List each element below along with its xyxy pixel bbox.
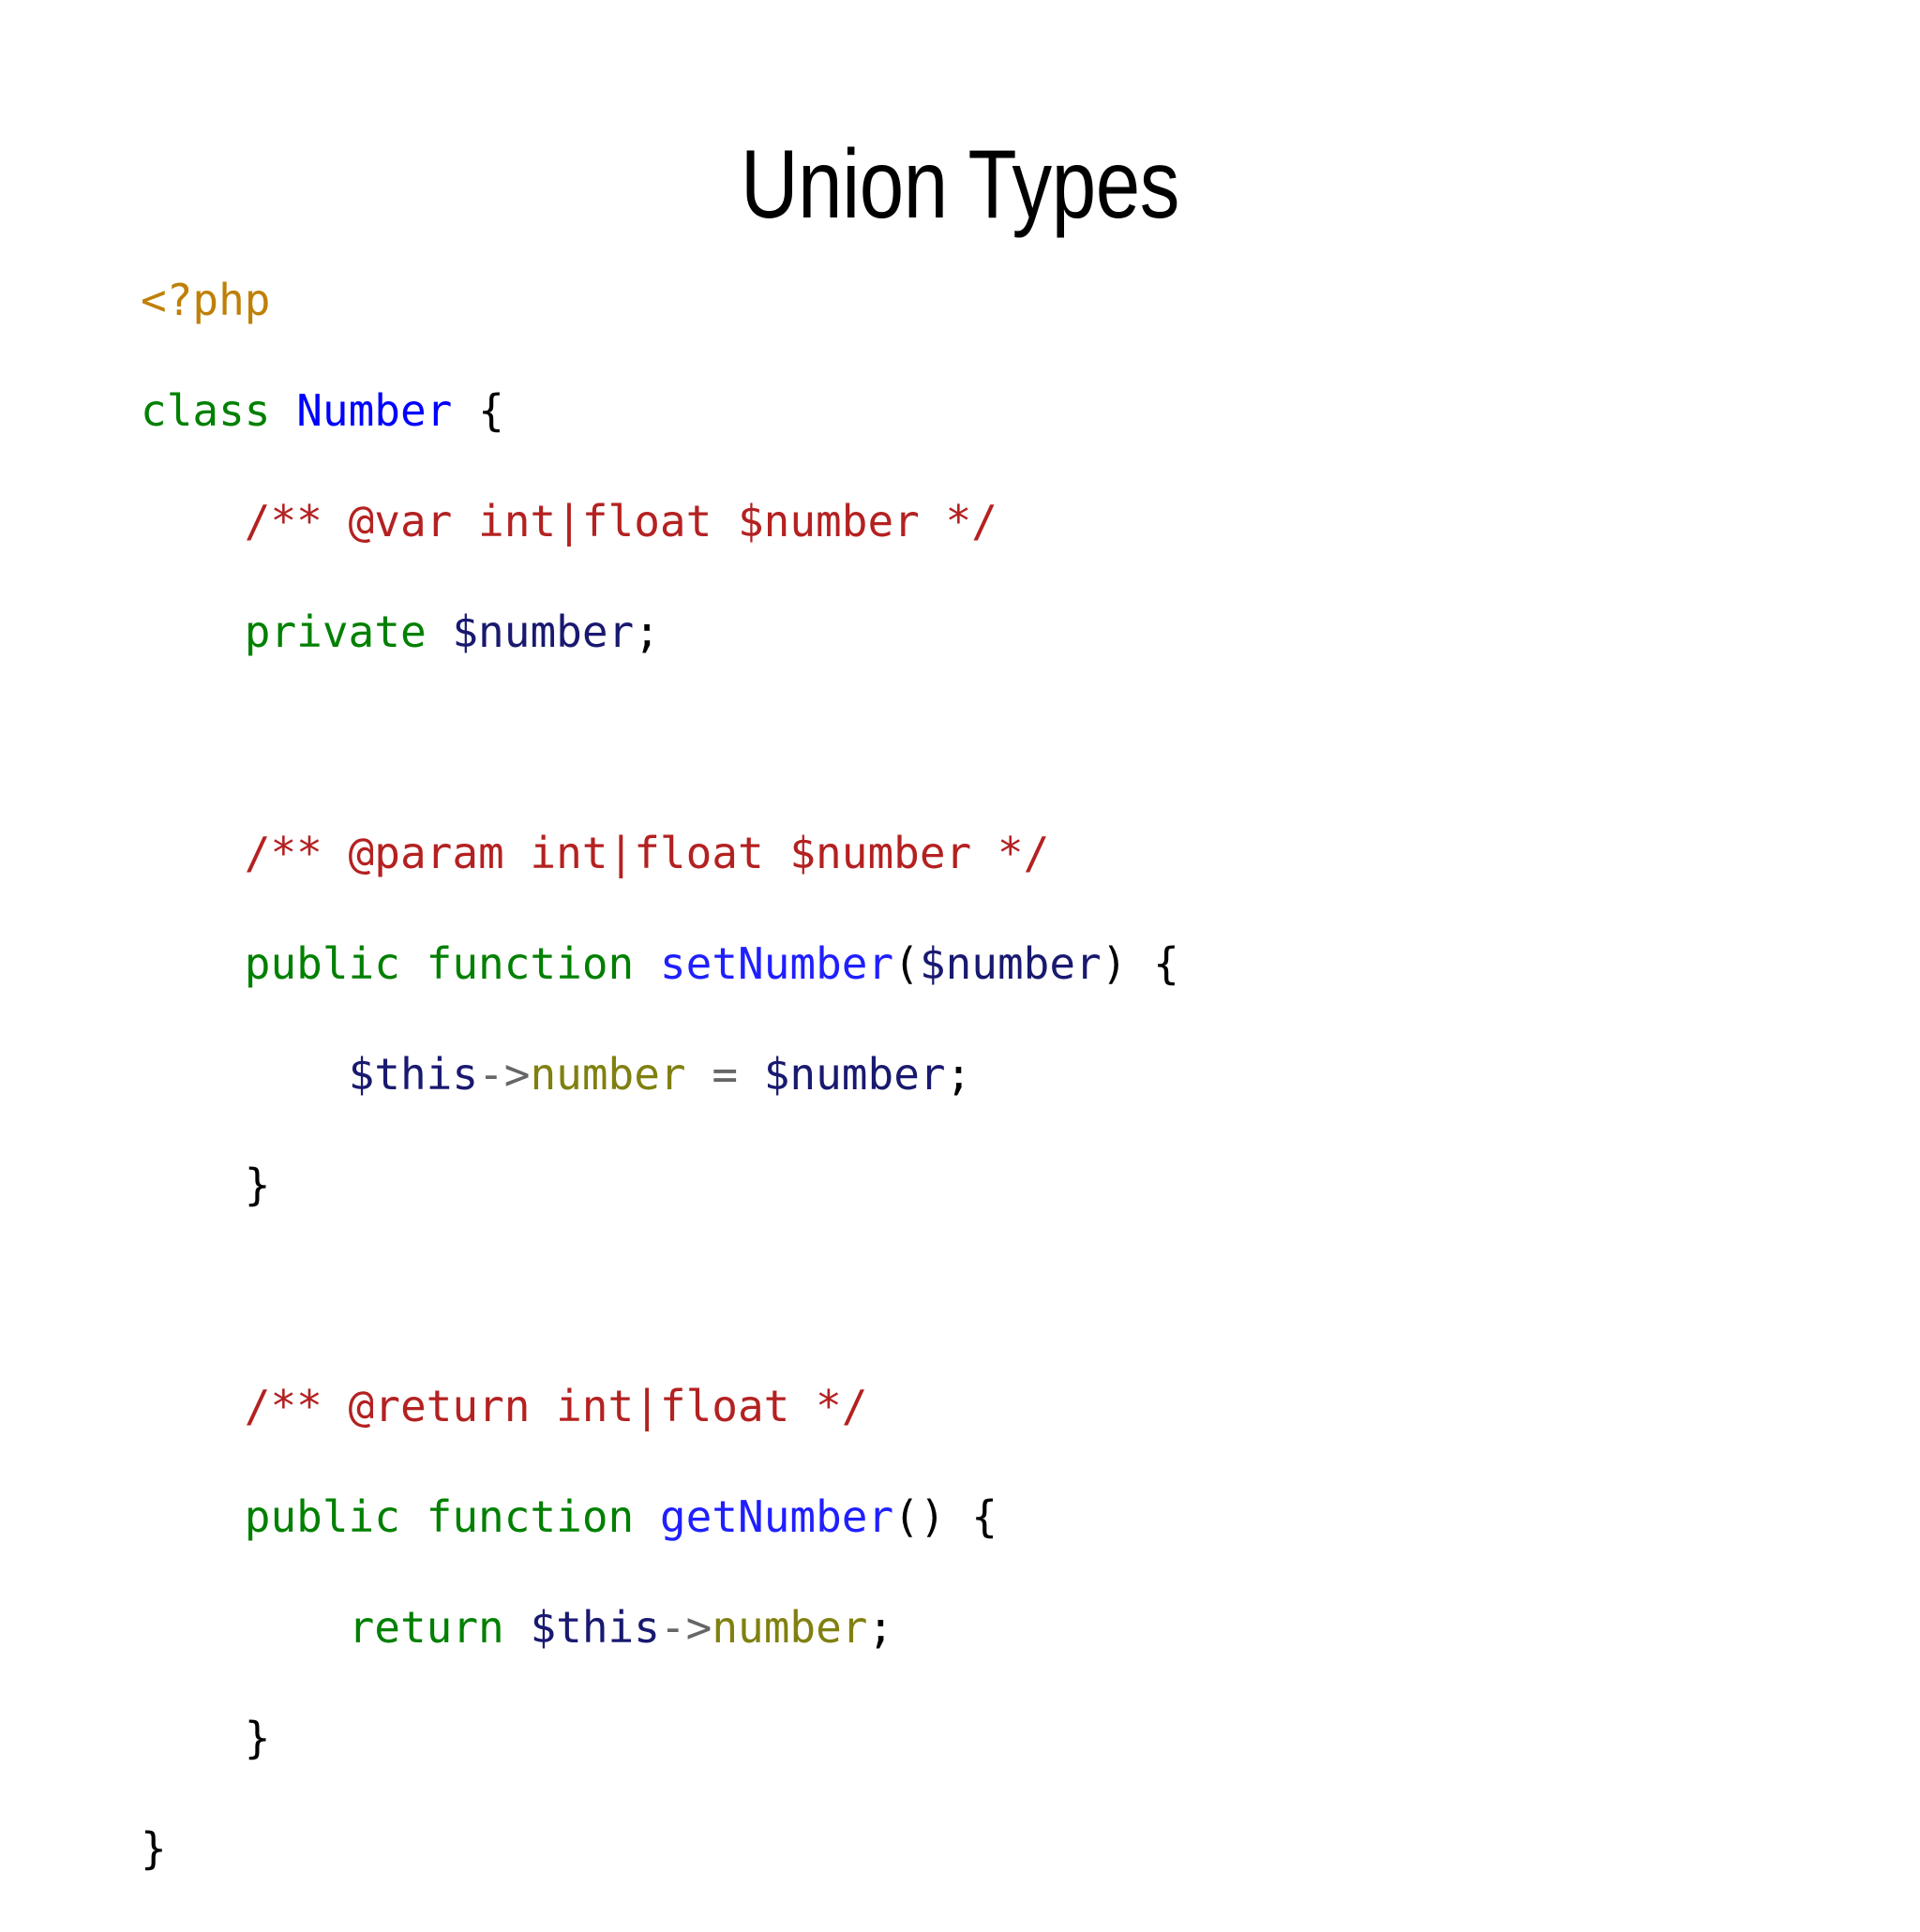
code-token [141,1713,245,1763]
code-token [427,607,453,657]
code-token [141,1602,349,1653]
code-token: setNumber [659,938,894,989]
code-token: /** @param int|float $number */ [244,828,1050,878]
code-token: function [426,1491,635,1542]
code-token: { [478,385,504,436]
code-token [686,1049,712,1100]
code-token: /** @var int|float $number */ [244,496,998,547]
code-token: return [348,1602,504,1653]
code-token [141,607,245,657]
code-token: } [244,1160,271,1210]
code-line: public function setNumber($number) { [141,936,1179,992]
page-title: Union Types [741,129,1179,239]
code-token [141,1381,245,1431]
code-token: } [141,1823,167,1874]
code-token: -> [659,1602,712,1653]
code-token: class [141,385,271,436]
code-token: -> [478,1049,531,1100]
code-token: <?php [141,275,271,325]
code-line: <?php [141,273,1179,328]
code-token: ) [1101,938,1128,989]
code-token: Number [296,385,453,436]
code-token [141,938,245,989]
code-token: getNumber [659,1491,894,1542]
code-token: $number [919,938,1102,989]
code-token [400,938,427,989]
code-token [141,496,245,547]
code-token: ; [867,1602,894,1653]
code-token: /** @return int|float */ [244,1381,868,1431]
code-token: public [244,1491,400,1542]
code-token [634,1491,660,1542]
code-token [634,938,660,989]
code-line: /** @param int|float $number */ [141,826,1179,881]
code-token: { [971,1491,998,1542]
code-line: } [141,1821,1179,1877]
code-token [400,1491,427,1542]
code-token [141,1491,245,1542]
code-line: /** @return int|float */ [141,1379,1179,1434]
code-token [946,1491,972,1542]
code-token: $this [530,1602,660,1653]
code-token [452,385,478,436]
code-token [141,828,245,878]
code-line: public function getNumber() { [141,1490,1179,1545]
php-code-block: <?php class Number { /** @var int|float … [141,273,1179,1932]
code-token [141,1160,245,1210]
code-token: function [426,938,635,989]
code-token: ; [945,1049,972,1100]
code-token: } [244,1713,271,1763]
code-token: = [712,1049,739,1100]
code-token: $number [763,1049,946,1100]
code-token: () [893,1491,946,1542]
code-token [141,1049,349,1100]
code-token: number [712,1602,868,1653]
code-token: number [530,1049,686,1100]
code-line: return $this->number; [141,1600,1179,1655]
code-token: ( [893,938,920,989]
code-token [504,1602,531,1653]
code-token: public [244,938,400,989]
code-token: $this [348,1049,479,1100]
code-token [738,1049,764,1100]
code-token: ; [634,607,660,657]
code-token [270,385,296,436]
code-line: /** @var int|float $number */ [141,494,1179,549]
code-token: $number [452,607,635,657]
code-line [141,715,1179,771]
code-line: class Number { [141,383,1179,439]
presentation-slide: Union Types <?php class Number { /** @va… [141,129,1180,1874]
code-token: { [1153,938,1179,989]
code-line: private $number; [141,605,1179,660]
code-token: private [244,607,427,657]
code-token [1127,938,1153,989]
code-line: } [141,1158,1179,1213]
code-line: $this->number = $number; [141,1047,1179,1102]
code-line [141,1268,1179,1324]
code-line: } [141,1711,1179,1766]
